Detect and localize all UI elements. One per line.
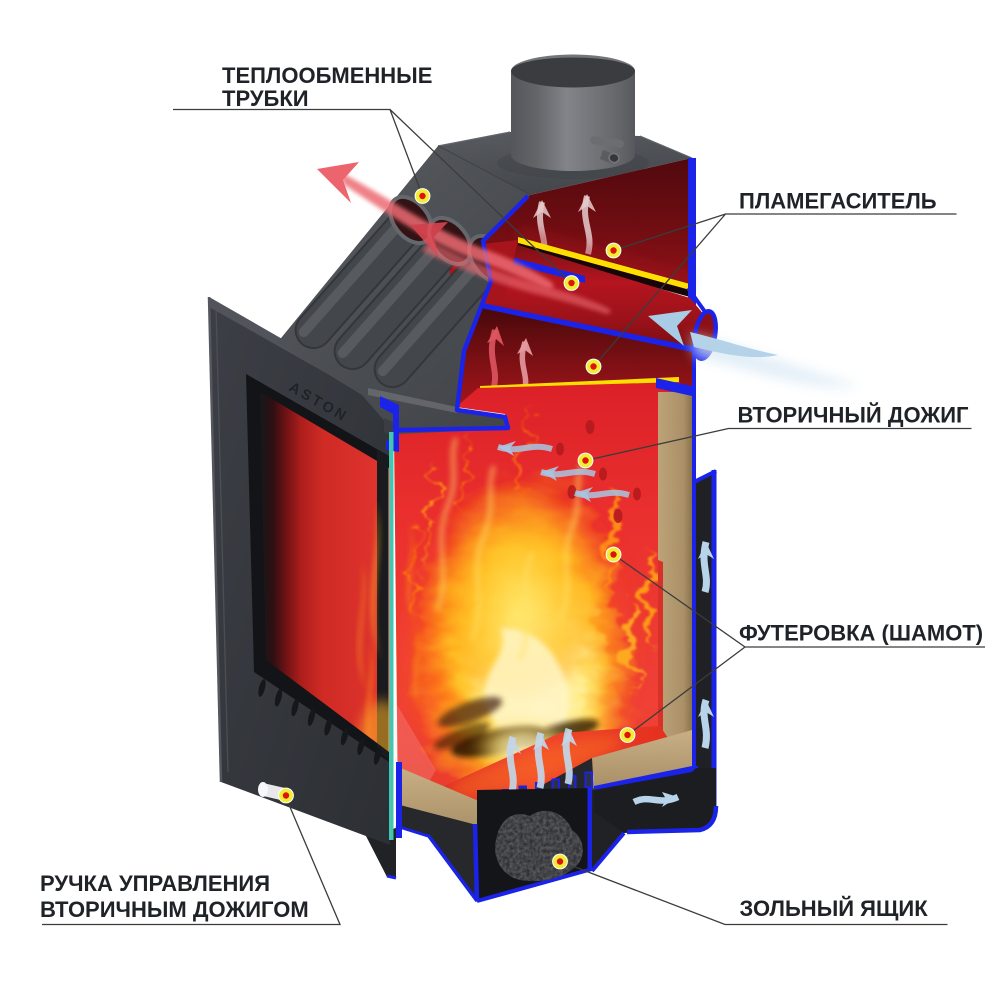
svg-text:ФУТЕРОВКА (ШАМОТ): ФУТЕРОВКА (ШАМОТ)	[739, 621, 983, 646]
svg-text:ТРУБКИ: ТРУБКИ	[222, 86, 309, 111]
svg-text:ВТОРИЧНЫМ ДОЖИГОМ: ВТОРИЧНЫМ ДОЖИГОМ	[40, 897, 309, 922]
svg-text:ВТОРИЧНЫЙ ДОЖИГ: ВТОРИЧНЫЙ ДОЖИГ	[738, 403, 970, 428]
svg-text:РУЧКА УПРАВЛЕНИЯ: РУЧКА УПРАВЛЕНИЯ	[40, 871, 270, 896]
svg-text:ЗОЛЬНЫЙ ЯЩИК: ЗОЛЬНЫЙ ЯЩИК	[740, 896, 929, 921]
svg-text:ТЕПЛООБМЕННЫЕ: ТЕПЛООБМЕННЫЕ	[222, 63, 432, 88]
svg-text:ПЛАМЕГАСИТЕЛЬ: ПЛАМЕГАСИТЕЛЬ	[739, 189, 937, 214]
